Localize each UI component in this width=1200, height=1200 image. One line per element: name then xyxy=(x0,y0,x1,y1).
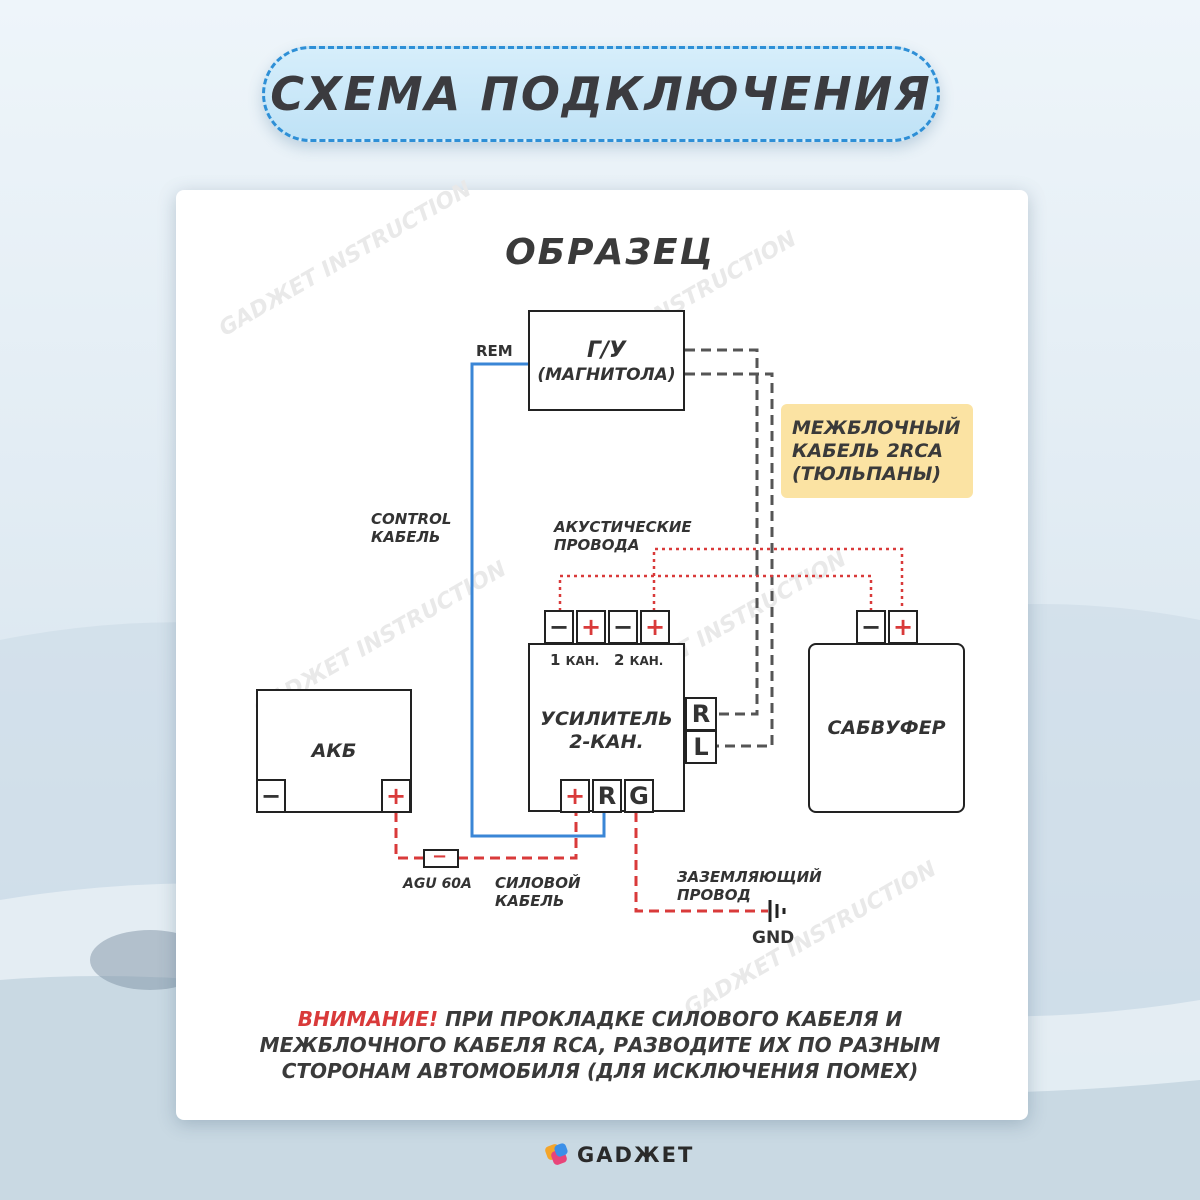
interconnect-cable-line2: КАБЕЛЬ 2RCA xyxy=(792,439,944,462)
fuse-symbol: − xyxy=(432,846,448,867)
rca-cable-l xyxy=(685,372,774,748)
subwoofer-box xyxy=(808,643,965,813)
subwoofer-label: САБВУФЕР xyxy=(827,717,946,739)
warning-text: ВНИМАНИЕ! ПРИ ПРОКЛАДКЕ СИЛОВОГО КАБЕЛЯ … xyxy=(190,1006,1010,1084)
ground-wire-line xyxy=(634,812,768,913)
interconnect-cable-line3: (ТЮЛЬПАНЫ) xyxy=(792,462,942,485)
gnd-label: GND xyxy=(752,928,795,948)
amplifier-label: УСИЛИТЕЛЬ xyxy=(540,708,673,730)
amp-ground-terminal: G xyxy=(624,779,654,813)
speaker-wires-label: ПРОВОДА xyxy=(554,536,640,554)
warning-line-1: ВНИМАНИЕ! ПРИ ПРОКЛАДКЕ СИЛОВОГО КАБЕЛЯ … xyxy=(190,1006,1010,1032)
power-cable-label: КАБЕЛЬ xyxy=(495,892,565,910)
amp-speaker-terminal-pos: + xyxy=(640,610,670,644)
ground-wire-label: ПРОВОД xyxy=(677,886,751,904)
rem-label: REM xyxy=(476,342,513,360)
fuse-body xyxy=(423,849,459,868)
amplifier-sublabel: 2-КАН. xyxy=(569,731,644,753)
head-unit-box xyxy=(528,310,685,411)
warning-line-2: МЕЖБЛОЧНОГО КАБЕЛЯ RCA, РАЗВОДИТЕ ИХ ПО … xyxy=(259,1033,941,1057)
subwoofer-terminal-neg: − xyxy=(856,610,886,644)
head-unit-sublabel: (МАГНИТОЛА) xyxy=(537,365,676,385)
page-title: СХЕМА ПОДКЛЮЧЕНИЯ xyxy=(270,67,932,121)
channel-1-label: 1 КАН. xyxy=(550,651,599,669)
speaker-wire-pos xyxy=(652,547,904,611)
amp-speaker-terminal-pos: + xyxy=(576,610,606,644)
rca-cable-r xyxy=(685,348,759,716)
ground-wire-label: ЗАЗЕМЛЯЮЩИЙ xyxy=(677,868,822,886)
warning-line-3: СТОРОНАМ АВТОМОБИЛЯ (ДЛЯ ИСКЛЮЧЕНИЯ ПОМЕ… xyxy=(281,1059,919,1083)
amp-input-r: R xyxy=(685,697,717,731)
channel-2-label: 2 КАН. xyxy=(614,651,663,669)
channel-1-number: 1 xyxy=(550,651,561,669)
channel-2-number: 2 xyxy=(614,651,625,669)
control-cable-line xyxy=(470,362,606,838)
brand-name: GADЖЕТ xyxy=(577,1143,695,1167)
amp-speaker-terminal-neg: − xyxy=(608,610,638,644)
amp-speaker-terminal-neg: − xyxy=(544,610,574,644)
control-cable-label: КАБЕЛЬ xyxy=(371,528,441,546)
control-cable-label: CONTROL xyxy=(371,510,452,528)
channel-unit: КАН. xyxy=(565,654,600,668)
interconnect-cable-line1: МЕЖБЛОЧНЫЙ xyxy=(792,416,961,439)
head-unit-label: Г/У xyxy=(586,338,626,363)
subwoofer-terminal-pos: + xyxy=(888,610,918,644)
speaker-wires-label: АКУСТИЧЕСКИЕ xyxy=(554,518,692,536)
amp-remote-terminal: R xyxy=(592,779,622,813)
battery-terminal-pos: + xyxy=(381,779,411,813)
brand-logo: GADЖЕТ xyxy=(543,1142,694,1168)
interconnect-cable-note: МЕЖБЛОЧНЫЙ КАБЕЛЬ 2RCA (ТЮЛЬПАНЫ) xyxy=(781,404,973,498)
power-cable-line xyxy=(394,812,424,860)
amp-power-terminal-pos: + xyxy=(560,779,590,813)
warning-prefix: ВНИМАНИЕ! xyxy=(297,1007,439,1031)
channel-unit: КАН. xyxy=(629,654,664,668)
brand-logo-icon xyxy=(545,1143,568,1165)
warning-line-1-text: ПРИ ПРОКЛАДКЕ СИЛОВОГО КАБЕЛЯ И xyxy=(438,1007,903,1031)
power-cable-label: СИЛОВОЙ xyxy=(495,874,581,892)
fuse-label: AGU 60A xyxy=(403,876,472,892)
battery-terminal-neg: − xyxy=(256,779,286,813)
speaker-wire-neg xyxy=(558,574,873,611)
amp-input-l: L xyxy=(685,730,717,764)
power-cable-line xyxy=(458,812,578,860)
title-banner xyxy=(262,46,940,142)
battery-label: АКБ xyxy=(311,740,357,762)
diagram-subtitle: ОБРАЗЕЦ xyxy=(505,232,715,273)
